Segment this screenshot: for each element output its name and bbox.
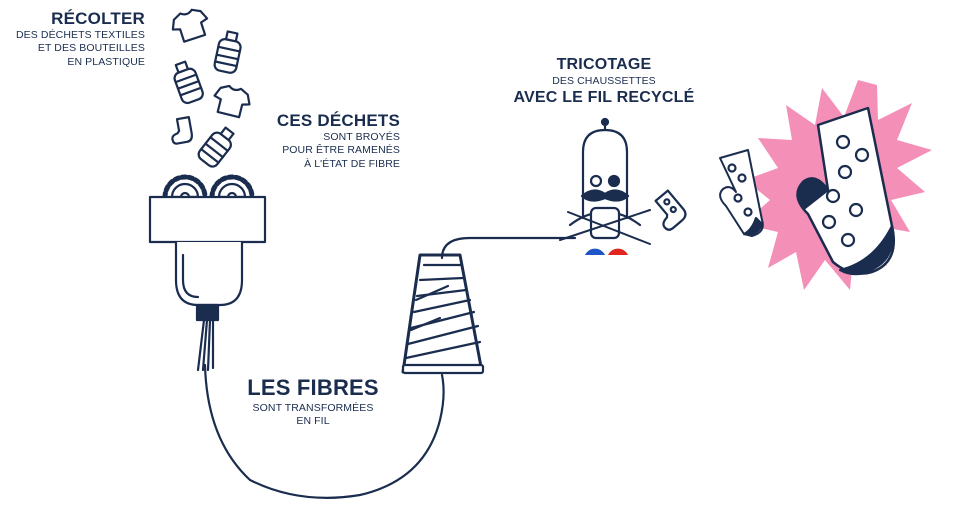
gear-icon bbox=[162, 174, 208, 203]
step-knit: TRICOTAGE DES CHAUSSETTES AVEC LE FIL RE… bbox=[488, 55, 720, 108]
sock-icon bbox=[171, 116, 193, 145]
step-collect-title: RÉCOLTER bbox=[51, 9, 145, 28]
step-collect: RÉCOLTER DES DÉCHETS TEXTILES ET DES BOU… bbox=[16, 8, 145, 69]
bottle-icon bbox=[173, 60, 204, 105]
step-knit-line: DES CHAUSSETTES bbox=[552, 75, 656, 87]
step-crush-title: CES DÉCHETS bbox=[276, 111, 400, 130]
thread-spool-icon bbox=[401, 253, 485, 375]
recycled-sock-icon bbox=[796, 106, 895, 276]
tshirt-icon bbox=[213, 84, 251, 119]
step-knit-title-2: AVEC LE FIL RECYCLÉ bbox=[513, 89, 695, 107]
thread-line bbox=[203, 363, 445, 499]
step-collect-line: EN PLASTIQUE bbox=[67, 55, 145, 68]
bottle-icon bbox=[213, 30, 242, 74]
step-fibres-line: EN FIL bbox=[296, 414, 330, 427]
step-fibres-title: LES FIBRES bbox=[247, 375, 379, 400]
step-crush-line: À L'ÉTAT DE FIBRE bbox=[304, 157, 400, 170]
step-fibres-line: SONT TRANSFORMÉES bbox=[252, 401, 374, 414]
step-crush-line: POUR ÊTRE RAMENÉS bbox=[282, 144, 400, 157]
step-fibres: LES FIBRES SONT TRANSFORMÉES EN FIL bbox=[238, 374, 388, 428]
step-crush-line: SONT BROYÉS bbox=[323, 131, 400, 144]
step-collect-line: ET DES BOUTEILLES bbox=[37, 42, 145, 55]
thread-line bbox=[440, 236, 577, 260]
step-collect-line: DES DÉCHETS TEXTILES bbox=[15, 29, 145, 42]
tshirt-icon bbox=[171, 8, 209, 43]
bottle-icon bbox=[197, 126, 235, 168]
crusher-machine bbox=[148, 195, 267, 372]
step-crush: CES DÉCHETS SONT BROYÉS POUR ÊTRE RAMENÉ… bbox=[250, 110, 400, 171]
recycled-sock-icon bbox=[654, 189, 687, 231]
step-knit-title: TRICOTAGE bbox=[556, 56, 652, 73]
knitter-character bbox=[559, 117, 651, 255]
recycled-sock-icon bbox=[719, 149, 764, 237]
